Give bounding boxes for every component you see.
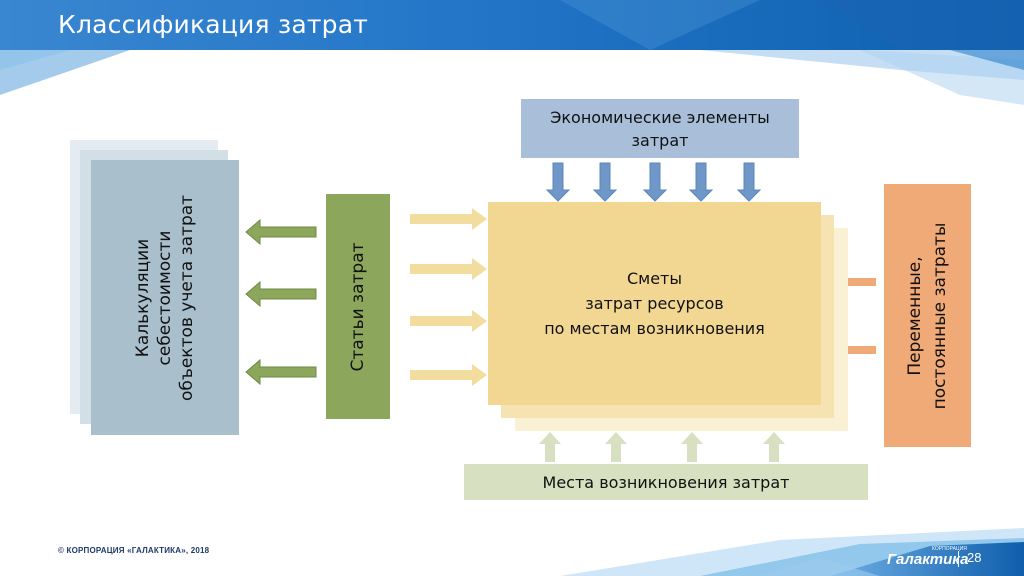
estimates-line-1: Сметы — [626, 269, 683, 288]
costing-line-3: объектов учета затрат — [177, 194, 197, 401]
header-banner — [0, 0, 1024, 105]
galaktika-logo: Галактика — [887, 551, 969, 568]
costing-box-label: Калькуляции себестоимости объектов учета… — [132, 194, 198, 400]
right-arrow-2 — [410, 258, 487, 280]
cost-items-box: Статьи затрат — [326, 194, 390, 419]
variable-fixed-box: Переменные, постоянные затраты — [884, 184, 971, 447]
right-arrow-1 — [410, 208, 487, 230]
left-arrow-1 — [245, 218, 317, 246]
down-arrow-2 — [592, 162, 618, 202]
estimates-line-3: по местам возникновения — [544, 319, 765, 338]
logo-subtitle: КОРПОРАЦИЯ — [932, 546, 967, 552]
costing-box: Калькуляции себестоимости объектов учета… — [91, 160, 239, 435]
down-arrow-4 — [688, 162, 714, 202]
cost-centers-label: Места возникновения затрат — [542, 472, 790, 492]
page-title: Классификация затрат — [58, 10, 369, 39]
down-arrow-3 — [642, 162, 668, 202]
cost-centers-box: Места возникновения затрат — [464, 464, 868, 500]
costing-line-1: Калькуляции — [133, 238, 153, 357]
right-arrow-4 — [410, 364, 487, 386]
costing-line-2: себестоимости — [155, 230, 175, 365]
up-arrow-1 — [539, 432, 561, 462]
cost-items-label: Статьи затрат — [348, 241, 368, 372]
variable-fixed-label: Переменные, постоянные затраты — [903, 222, 953, 409]
economic-line-2: затрат — [631, 130, 689, 150]
right-arrow-3 — [410, 310, 487, 332]
copyright-text: © КОРПОРАЦИЯ «ГАЛАКТИКА», 2018 — [58, 546, 210, 555]
estimates-line-2: затрат ресурсов — [585, 294, 724, 313]
variable-fixed-line-1: Переменные, — [904, 255, 925, 376]
up-arrow-2 — [605, 432, 627, 462]
left-arrow-2 — [245, 280, 317, 308]
down-arrow-1 — [545, 162, 571, 202]
page-separator — [958, 551, 959, 567]
economic-line-1: Экономические элементы — [550, 107, 770, 127]
footer-banner — [560, 528, 1024, 576]
down-arrow-5 — [736, 162, 762, 202]
left-arrow-3 — [245, 358, 317, 386]
economic-elements-box: Экономические элементы затрат — [521, 99, 799, 158]
estimates-box: Сметы затрат ресурсов по местам возникно… — [488, 202, 821, 405]
variable-fixed-line-2: постоянные затраты — [929, 222, 950, 409]
up-arrow-4 — [763, 432, 785, 462]
up-arrow-3 — [681, 432, 703, 462]
page-number: 28 — [967, 550, 982, 565]
